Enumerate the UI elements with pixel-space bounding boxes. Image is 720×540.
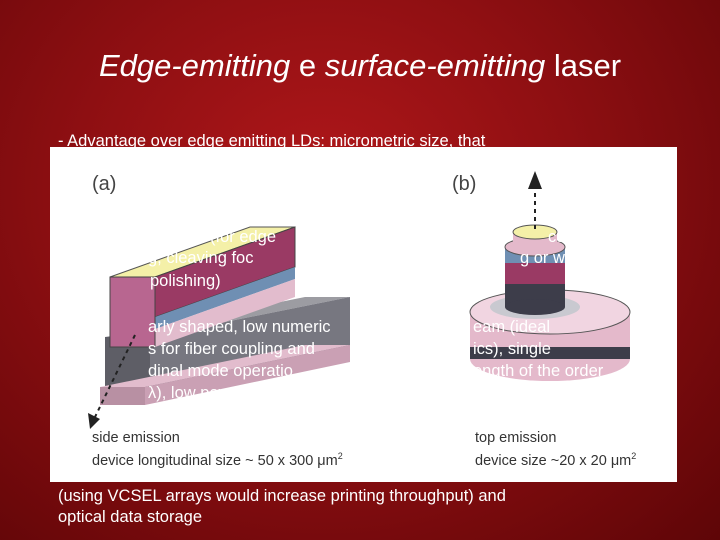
- caption-a-line-1: side emission: [92, 430, 180, 446]
- body-fragment-i: ics), single: [473, 340, 551, 358]
- edge-base-layer: [100, 345, 350, 387]
- caption-b-line-2: device size ~20 x 20 μm2: [475, 447, 636, 470]
- vcsel-laser: [469, 171, 631, 381]
- caption-b-size: device size ~20 x 20 μm: [475, 452, 632, 469]
- edge-ridge-front-lower: [155, 279, 295, 347]
- edge-substrate-base-side: [105, 337, 150, 392]
- body-fragment-k: ength of the order: [473, 362, 604, 380]
- edge-emission-arrowhead: [88, 413, 100, 429]
- body-fragment-d: g or wet: [520, 249, 579, 267]
- body-fragment-e: polishing): [150, 272, 221, 290]
- caption-a-line-2: device longitudinal size ~ 50 x 300 μm2: [92, 447, 343, 470]
- caption-b-line-1: top emission: [475, 430, 557, 446]
- body-line-bottom-1: (using VCSEL arrays would increase print…: [58, 487, 506, 505]
- figure-label-b: (b): [452, 173, 477, 195]
- body-fragment-g: eam (ideal: [473, 318, 551, 336]
- vcsel-base-stripes: [470, 347, 630, 359]
- edge-base-front: [145, 345, 350, 405]
- laser-diagram: [88, 171, 631, 429]
- vcsel-active-pink: [505, 262, 565, 284]
- body-fragment-c: g, cleaving foc: [148, 249, 254, 267]
- slide-title: Edge-emitting e surface-emitting laser: [0, 48, 720, 84]
- body-bottom: (using VCSEL arrays would increase print…: [58, 486, 628, 528]
- body-fragment-l: λ), low power dis: [148, 384, 271, 402]
- body-fragment-b: cutting,: [548, 228, 602, 246]
- caption-a: side emission device longitudinal size ~…: [92, 429, 343, 470]
- edge-ridge-side: [109, 276, 156, 348]
- edge-emitting-laser: [88, 226, 350, 429]
- vcsel-emission-arrowhead: [528, 171, 542, 189]
- laser-figure: (a) (b): [50, 147, 677, 482]
- vcsel-dbr-lower-bottom: [505, 299, 565, 315]
- body-line-top: - Advantage over edge emitting LDs: micr…: [58, 132, 486, 150]
- body-fragment-h: s for fiber coupling and: [148, 340, 315, 358]
- edge-base-side: [100, 387, 145, 405]
- title-part-3: laser: [545, 48, 622, 83]
- body-fragment-a: (for edge: [210, 228, 277, 246]
- body-fragment-j: dinal mode operatio: [148, 362, 293, 380]
- figure-label-a: (a): [92, 173, 117, 195]
- title-part-1: Edge-emitting: [98, 48, 291, 83]
- body-line-bottom-2: optical data storage: [58, 508, 203, 526]
- caption-b: top emission device size ~20 x 20 μm2: [475, 429, 636, 470]
- body-fragment-m: ly lower: [473, 384, 529, 402]
- caption-b-exponent: 2: [631, 451, 637, 461]
- caption-a-exponent: 2: [337, 451, 343, 461]
- body-fragment-f: arly shaped, low numeric: [148, 318, 331, 336]
- edge-ridge-front-blue: [155, 267, 295, 329]
- title-connector: e: [290, 48, 325, 83]
- title-part-2: surface-emitting: [324, 48, 546, 83]
- caption-a-size: device longitudinal size ~ 50 x 300 μm: [92, 452, 338, 469]
